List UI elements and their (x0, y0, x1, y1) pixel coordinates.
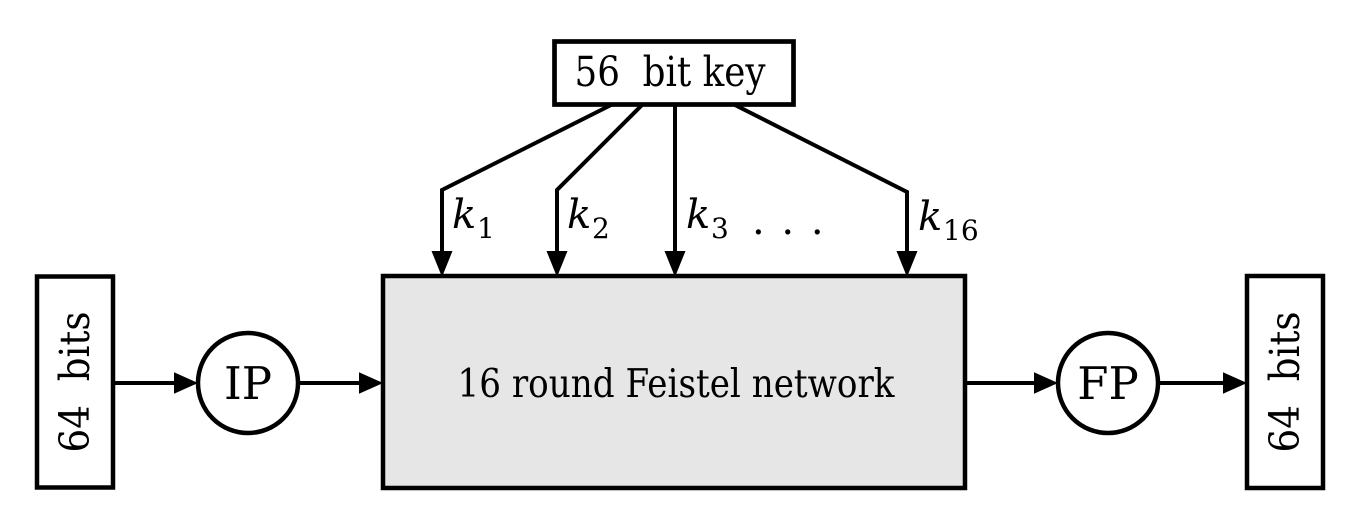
feistel-network-box (380, 273, 968, 491)
round-key-ellipsis: . . . (752, 198, 826, 244)
round-key-label-k16: k (918, 194, 942, 240)
arrowhead-k1-icon (431, 251, 453, 277)
input-bits-box (34, 274, 116, 490)
arrowhead-input-to-ip-icon (174, 372, 198, 394)
fp-node-label: FP (1077, 357, 1139, 410)
round-key-label-k1: k (452, 192, 476, 238)
output-bits-label: 64 bits (1261, 312, 1309, 453)
arrowhead-feistel-to-fp-icon (1034, 372, 1058, 394)
arrowhead-ip-to-feistel-icon (359, 372, 383, 394)
key-line-k1 (440, 102, 614, 254)
arrowhead-k3-icon (664, 251, 686, 277)
round-key-sub-k1: 1 (477, 212, 495, 245)
ip-node-label: IP (224, 357, 272, 410)
key-line-k2 (555, 102, 645, 254)
output-bits-box (1244, 273, 1326, 491)
round-key-label-k2: k (567, 192, 591, 238)
arrowhead-k2-icon (546, 251, 568, 277)
round-key-sub-k2: 2 (592, 212, 610, 245)
round-key-sub-k16: 16 (943, 214, 979, 247)
feistel-network-label: 16 round Feistel network (458, 362, 895, 407)
key-box-label: 56 bit key (575, 48, 767, 96)
arrowhead-fp-to-output-icon (1223, 372, 1247, 394)
round-key-label-k3: k (686, 192, 710, 238)
input-bits-label: 64 bits (51, 312, 99, 453)
round-key-sub-k3: 3 (711, 212, 729, 245)
arrowhead-k16-icon (896, 251, 918, 277)
key-line-k16 (732, 102, 909, 254)
